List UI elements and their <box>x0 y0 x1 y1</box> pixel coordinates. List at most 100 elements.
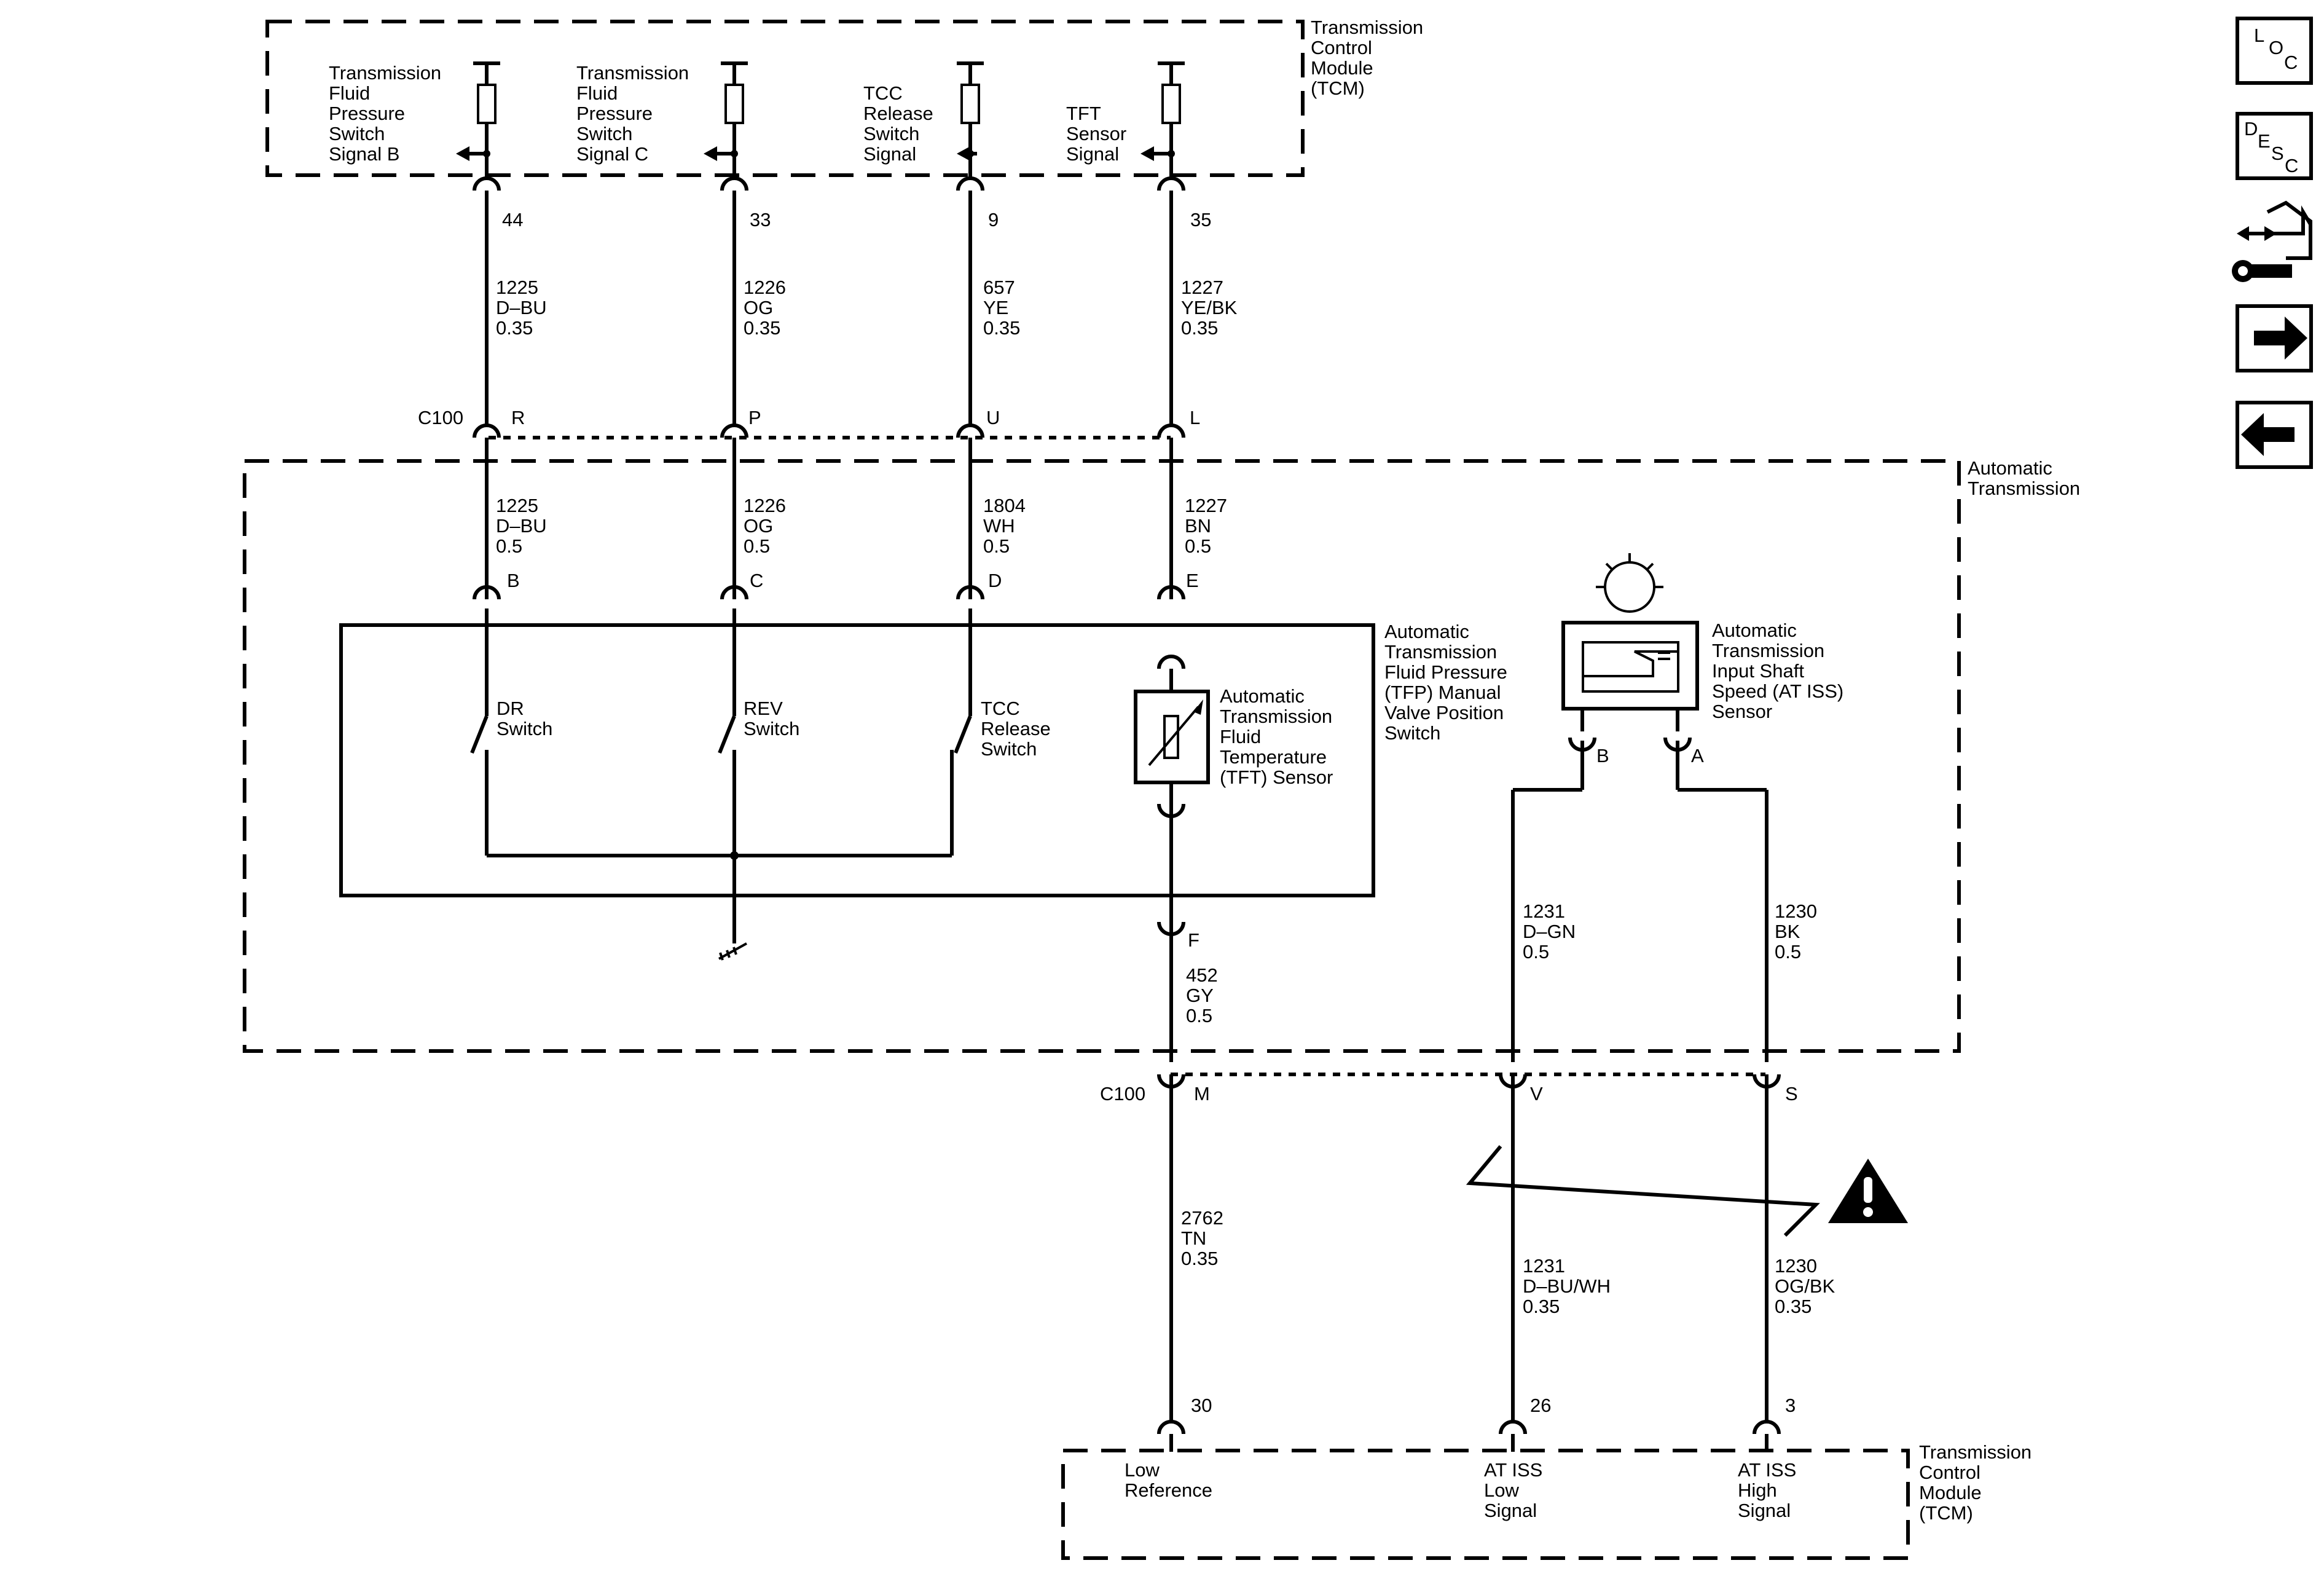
connector-tool-icon[interactable] <box>2232 200 2312 282</box>
text-line: Valve Position <box>1384 702 1504 723</box>
text-line: Transmission <box>576 62 689 84</box>
text-line: REV <box>744 698 783 719</box>
text-line: 1227 <box>1185 495 1227 516</box>
trans-pin: B <box>507 570 520 591</box>
tcm-pin-26: 26 <box>1530 1395 1551 1416</box>
tcm-pin-30: 30 <box>1191 1395 1212 1416</box>
trans-terminal <box>1157 585 1185 600</box>
loc-o: O <box>2269 37 2283 58</box>
text-line: OG <box>744 515 773 537</box>
arrow-right-icon[interactable] <box>2236 304 2313 372</box>
loc-button[interactable]: L O C <box>2236 17 2313 85</box>
text-line: High <box>1738 1479 1777 1501</box>
text-line: 1231 <box>1523 1255 1565 1277</box>
text-line: Switch <box>981 738 1037 760</box>
c100-terminal <box>720 423 748 438</box>
arrow-left-icon[interactable] <box>2236 401 2313 469</box>
text-line: 0.35 <box>1775 1296 1812 1317</box>
text-line: 0.5 <box>983 535 1010 557</box>
text-line: 0.35 <box>496 317 533 339</box>
warning-exclamation-icon[interactable] <box>1828 1159 1908 1223</box>
text-line: GY <box>1186 985 1214 1006</box>
text-line: Signal <box>1738 1500 1791 1521</box>
desc-c: C <box>2285 155 2298 176</box>
text-line: 0.35 <box>983 317 1020 339</box>
text-line: Fluid Pressure <box>1384 661 1507 683</box>
tfp-switch-box <box>339 623 1375 897</box>
c100-pin-m: M <box>1194 1083 1210 1105</box>
c100-pin-v: V <box>1530 1083 1543 1105</box>
tcm-pullup-resistor <box>456 61 500 178</box>
text-line: Switch <box>576 123 632 144</box>
c100-pin-s: S <box>1785 1083 1798 1105</box>
text-line: Signal B <box>329 143 399 165</box>
text-line: 0.5 <box>1523 941 1549 963</box>
tcm-pin: 35 <box>1190 209 1211 230</box>
c100-pin: P <box>748 407 761 428</box>
text-line: TCC <box>863 82 903 104</box>
trans-pin: D <box>988 570 1002 591</box>
text-line: Transmission <box>1311 17 1423 38</box>
text-line: 1804 <box>983 495 1026 516</box>
text-line: OG <box>744 297 773 318</box>
c100-pin: L <box>1190 407 1200 428</box>
text-line: 1226 <box>744 495 786 516</box>
text-line: Pressure <box>329 103 405 124</box>
text-line: 452 <box>1186 964 1218 986</box>
text-line: (TCM) <box>1311 77 1365 99</box>
text-line: D–BU/WH <box>1523 1275 1611 1297</box>
text-line: 1230 <box>1775 1255 1817 1277</box>
text-line: Signal <box>1066 143 1119 165</box>
text-line: 0.5 <box>744 535 770 557</box>
text-line: 0.35 <box>744 317 780 339</box>
text-line: Low <box>1484 1479 1519 1501</box>
tcm-pin-3: 3 <box>1785 1395 1796 1416</box>
text-line: OG/BK <box>1775 1275 1835 1297</box>
trans-terminal <box>956 585 984 600</box>
text-line: (TFT) Sensor <box>1220 766 1333 788</box>
tcm-pin: 33 <box>750 209 771 230</box>
tcm-terminal-26 <box>1499 1420 1527 1435</box>
text-line: 0.5 <box>1185 535 1211 557</box>
text-line: Pressure <box>576 103 653 124</box>
text-line: Transmission <box>329 62 441 84</box>
text-line: 0.5 <box>1775 941 1801 963</box>
text-line: 0.5 <box>1186 1005 1212 1026</box>
trans-pin: E <box>1186 570 1199 591</box>
tcm-terminal-3 <box>1753 1420 1781 1435</box>
text-line: AT ISS <box>1738 1459 1796 1481</box>
text-line: D–GN <box>1523 921 1576 942</box>
text-line: BN <box>1185 515 1211 537</box>
tcm-top-box <box>265 20 1305 177</box>
desc-button[interactable]: D E S C <box>2236 112 2313 180</box>
text-line: 1227 <box>1181 277 1223 298</box>
text-line: Switch <box>329 123 385 144</box>
text-line: 1230 <box>1775 900 1817 922</box>
text-line: Switch <box>497 718 552 739</box>
tcm-pin: 9 <box>988 209 999 230</box>
loc-c: C <box>2284 52 2298 73</box>
text-line: Transmission <box>1712 640 1824 661</box>
text-line: D–BU <box>496 515 547 537</box>
